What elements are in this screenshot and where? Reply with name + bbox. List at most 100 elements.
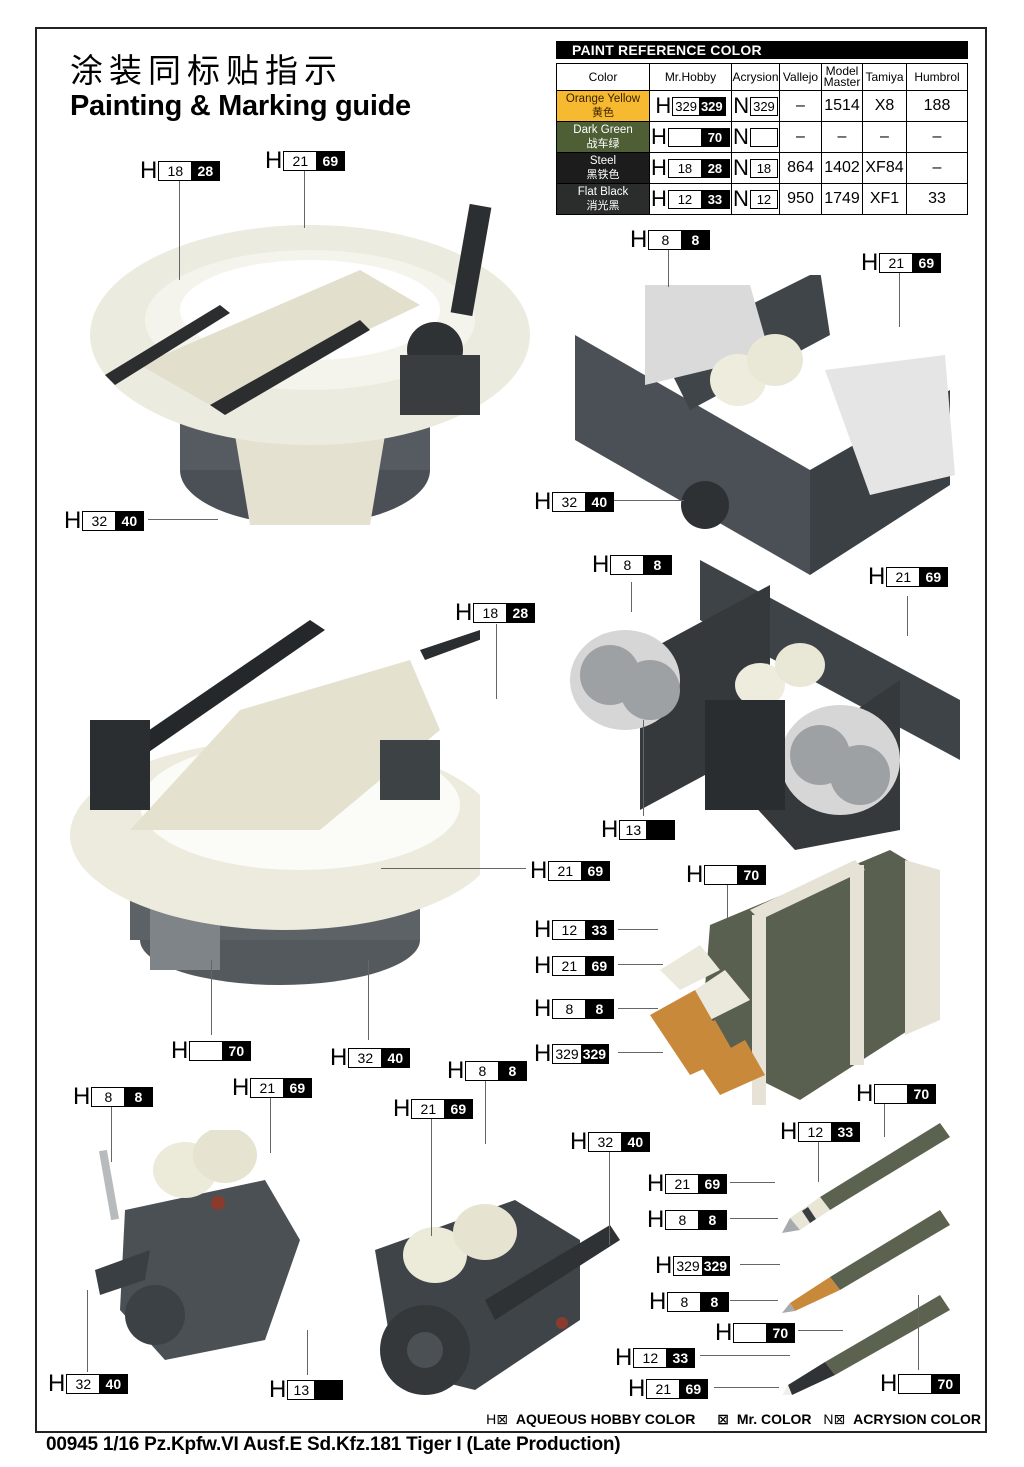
page-title-chinese: 涂装同标贴指示 <box>70 51 343 90</box>
paint-reference-title: PAINT REFERENCE COLOR <box>556 41 968 59</box>
leader-line <box>111 1107 112 1162</box>
leader-line <box>727 883 728 918</box>
shells-render <box>782 1123 950 1395</box>
col-header-tamiya: Tamiya <box>862 63 907 91</box>
leader-line <box>618 929 658 930</box>
tamiya-code: XF84 <box>862 152 907 184</box>
aqueous-label: AQUEOUS HOBBY COLOR <box>515 1411 696 1427</box>
col-header-model-master: Model Master <box>821 63 863 91</box>
kit-title-footer: 00945 1/16 Pz.Kpfw.VI Ausf.E Sd.Kfz.181 … <box>46 1434 621 1455</box>
table-header-row: Color Mr.Hobby Acrysion Vallejo Model Ma… <box>556 63 968 91</box>
tamiya-code: XF1 <box>862 183 907 215</box>
page-title: Painting & Marking guide <box>70 90 411 122</box>
col-header-mrhobby: Mr.Hobby <box>649 63 732 91</box>
acrysion-label: ACRYSION COLOR <box>853 1411 981 1427</box>
vallejo-code: – <box>779 121 822 153</box>
vallejo-code: 864 <box>779 152 822 184</box>
leader-line <box>618 964 663 965</box>
box-icon: ⊠ <box>833 1411 846 1427</box>
paint-reference-table: PAINT REFERENCE COLOR Color Mr.Hobby Acr… <box>556 41 968 215</box>
tamiya-code: – <box>862 121 907 153</box>
humbrol-code: – <box>906 152 968 184</box>
leader-line <box>918 1295 919 1370</box>
leader-line <box>618 1052 663 1053</box>
leader-line <box>304 170 305 228</box>
vallejo-code: 950 <box>779 183 822 215</box>
tamiya-code: X8 <box>862 90 907 122</box>
col-header-humbrol: Humbrol <box>906 63 968 91</box>
acrysion-code: N <box>731 121 780 153</box>
mr-color-label: Mr. COLOR <box>736 1411 812 1427</box>
leader-line <box>643 720 644 816</box>
leader-line <box>798 1330 843 1331</box>
leader-line <box>668 247 669 287</box>
turret-basket-render-side <box>70 620 480 985</box>
model-master-code: 1402 <box>821 152 863 184</box>
leader-line <box>485 1079 486 1144</box>
leader-line <box>609 1150 610 1245</box>
leader-line <box>307 1330 308 1375</box>
humbrol-code: 33 <box>906 183 968 215</box>
leader-line <box>270 1098 271 1153</box>
engine-bay-render-top <box>575 275 955 575</box>
leader-line <box>87 1290 88 1372</box>
box-icon: ⊠ <box>496 1411 509 1427</box>
model-master-code: – <box>821 121 863 153</box>
leader-line <box>368 960 369 1040</box>
paint-brand-legend: H⊠ AQUEOUS HOBBY COLOR ⊠ Mr. COLOR N⊠ AC… <box>482 1411 981 1428</box>
col-header-vallejo: Vallejo <box>779 63 822 91</box>
leader-line <box>211 960 212 1035</box>
leader-line <box>740 1264 780 1265</box>
leader-line <box>631 582 632 612</box>
ammo-rack-render <box>650 850 940 1105</box>
engine-render-right <box>375 1200 620 1395</box>
leader-line <box>730 1182 775 1183</box>
humbrol-code: – <box>906 121 968 153</box>
turret-basket-render-top <box>90 203 530 525</box>
aqueous-prefix: H <box>486 1411 497 1427</box>
leader-line <box>179 180 180 280</box>
leader-line <box>496 624 497 699</box>
leader-line <box>899 272 900 327</box>
model-master-code: 1749 <box>821 183 863 215</box>
